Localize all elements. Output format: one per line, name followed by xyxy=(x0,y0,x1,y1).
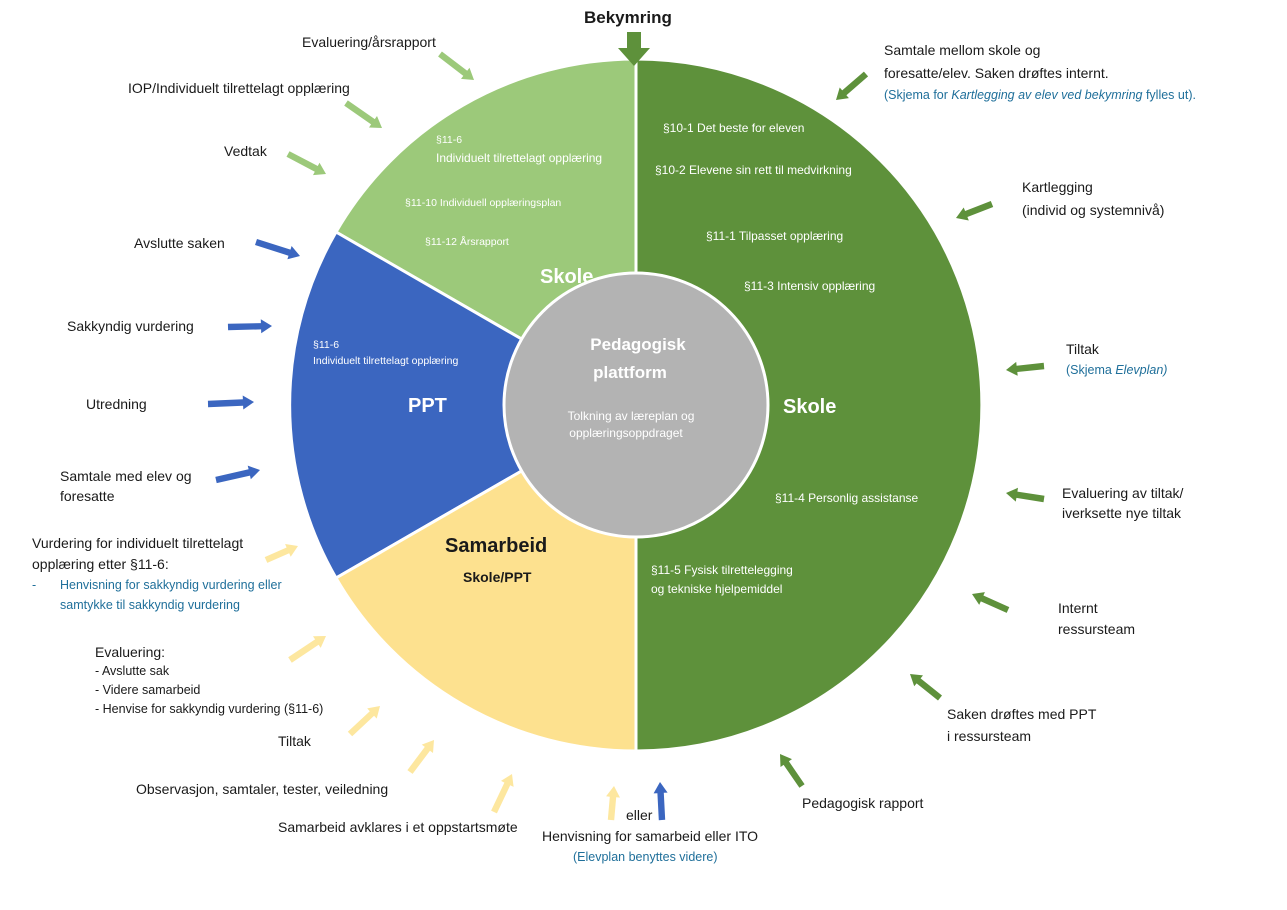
arrow-henvisning-blue xyxy=(653,782,668,821)
vurdering-bullet: - xyxy=(32,578,37,592)
internt-line-1: Internt xyxy=(1058,600,1098,616)
center-text-1: Tolkning av læreplan og xyxy=(568,409,695,423)
center-title-2: plattform xyxy=(593,363,667,382)
internt-line-2: ressursteam xyxy=(1058,621,1136,637)
arrow-saken xyxy=(910,674,942,701)
arrow-avslutte xyxy=(255,239,300,260)
arrow-samarbeid-avklares xyxy=(491,774,514,814)
process-arrows xyxy=(207,51,1045,821)
vurdering-line-1: Vurdering for individuelt tilrettelagt xyxy=(32,535,244,551)
evaluering-tiltak-line-2: iverksette nye tiltak xyxy=(1062,505,1182,521)
center-title-1: Pedagogisk xyxy=(590,335,686,354)
vurdering-note-2: samtykke til sakkyndig vurdering xyxy=(60,598,240,612)
skole-upper-item-1: §11-6 xyxy=(436,134,462,146)
evaluering-tiltak-line-1: Evaluering av tiltak/ xyxy=(1062,485,1184,501)
skole-upper-item-3: §11-10 Individuell opplæringsplan xyxy=(405,197,561,209)
arrow-kartlegging xyxy=(956,201,994,221)
arrow-pedagogisk-rapport xyxy=(780,754,805,788)
bekymring-label: Bekymring xyxy=(584,8,672,27)
right-samtale-note: (Skjema for Kartlegging av elev ved beky… xyxy=(884,88,1196,102)
kartlegging-line-2: (individ og systemnivå) xyxy=(1022,202,1165,218)
arrow-vedtak xyxy=(286,151,326,176)
arrow-sakkyndig xyxy=(227,319,272,334)
tiltak-right-note: (Skjema Elevplan) xyxy=(1066,363,1168,377)
samarbeid-avklares-label: Samarbeid avklares i et oppstartsmøte xyxy=(278,819,518,835)
arrow-henvisning-yellow xyxy=(606,786,620,821)
elevplan-note: (Elevplan benyttes videre) xyxy=(573,850,718,864)
eller-label: eller xyxy=(626,807,653,823)
skole-upper-item-2: Individuelt tilrettelagt opplæring xyxy=(436,151,602,165)
utredning-label: Utredning xyxy=(86,396,147,412)
vurdering-line-2: opplæring etter §11-6: xyxy=(32,556,169,572)
arrow-evaluering-tiltak xyxy=(1006,487,1045,503)
arrow-tiltak xyxy=(1006,361,1045,376)
skole-upper-item-4: §11-12 Årsrapport xyxy=(425,235,509,248)
evaluering-left-item: - Henvise for sakkyndig vurdering (§11-6… xyxy=(95,702,324,716)
pedagogisk-rapport-label: Pedagogisk rapport xyxy=(802,795,924,811)
right-samtale-line-2: foresatte/elev. Saken drøftes internt. xyxy=(884,65,1109,81)
arrow-utredning xyxy=(207,395,254,410)
arrow-samtale xyxy=(836,71,869,100)
henvisning-label: Henvisning for samarbeid eller ITO xyxy=(542,828,759,844)
kartlegging-line-1: Kartlegging xyxy=(1022,179,1093,195)
skole-right-item-7: og tekniske hjelpemiddel xyxy=(651,582,782,596)
segment-skole-right xyxy=(634,57,984,753)
center-text-2: opplæringsoppdraget xyxy=(569,426,683,440)
skole-right-item-3: §11-1 Tilpasset opplæring xyxy=(706,229,843,243)
skole-right-item-2: §10-2 Elevene sin rett til medvirkning xyxy=(655,163,852,177)
tiltak-right-label: Tiltak xyxy=(1066,341,1099,357)
sakkyndig-label: Sakkyndig vurdering xyxy=(67,318,194,334)
center-circle xyxy=(502,271,770,539)
skole-right-item-5: §11-4 Personlig assistanse xyxy=(775,491,919,505)
saken-line-2: i ressursteam xyxy=(947,728,1032,744)
arrow-vurdering xyxy=(264,544,298,563)
bekymring-arrow xyxy=(618,32,650,66)
evaluering-left-item: - Videre samarbeid xyxy=(95,683,201,697)
skole-right-item-1: §10-1 Det beste for eleven xyxy=(663,121,804,135)
avslutte-label: Avslutte saken xyxy=(134,235,225,251)
tiltak-bottom-label: Tiltak xyxy=(278,733,311,749)
skole-right-title: Skole xyxy=(783,396,836,418)
segment-ppt xyxy=(288,229,640,581)
evaluering-left-item: - Avslutte sak xyxy=(95,664,170,678)
observasjon-label: Observasjon, samtaler, tester, veilednin… xyxy=(136,781,389,797)
samtale-left-line-2: foresatte xyxy=(60,488,115,504)
arrow-iop xyxy=(344,100,382,128)
iop-label: IOP/Individuelt tilrettelagt opplæring xyxy=(128,80,350,96)
vurdering-note-1: Henvisning for sakkyndig vurdering eller xyxy=(60,578,282,592)
arrow-observasjon xyxy=(407,740,434,774)
evaluering-left-title: Evaluering: xyxy=(95,644,166,660)
arrow-tiltak-bottom xyxy=(347,706,380,737)
arrow-samtale-left xyxy=(215,465,260,484)
arrow-internt xyxy=(972,592,1010,613)
skole-right-item-6: §11-5 Fysisk tilrettelegging xyxy=(651,563,793,577)
ppt-title: PPT xyxy=(408,395,447,417)
arrow-evaluering-left xyxy=(288,636,326,663)
ppt-item-2: Individuelt tilrettelagt opplæring xyxy=(313,355,458,367)
ppt-item-1: §11-6 xyxy=(313,339,339,351)
samarbeid-title: Samarbeid xyxy=(445,535,547,557)
samtale-left-line-1: Samtale med elev og xyxy=(60,468,192,484)
right-samtale-line-1: Samtale mellom skole og xyxy=(884,42,1041,58)
skole-right-item-4: §11-3 Intensiv opplæring xyxy=(744,279,875,293)
saken-line-1: Saken drøftes med PPT xyxy=(947,706,1097,722)
samarbeid-subtitle: Skole/PPT xyxy=(463,569,532,585)
arrow-evaluering-arsrapport xyxy=(438,51,474,80)
skole-upper-title: Skole xyxy=(540,266,593,288)
evaluering-arsrapport-label: Evaluering/årsrapport xyxy=(302,34,436,50)
vedtak-label: Vedtak xyxy=(224,143,267,159)
evaluering-left-list: - Avslutte sak - Videre samarbeid - Henv… xyxy=(95,662,323,719)
